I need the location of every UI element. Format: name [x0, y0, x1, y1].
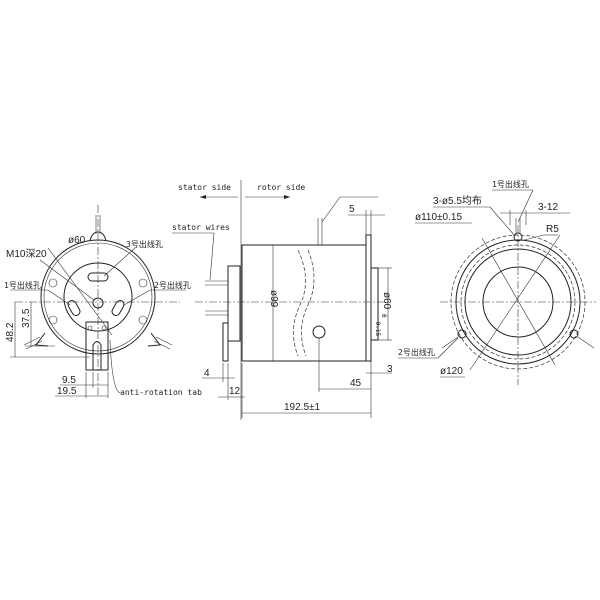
- dim-12: 12: [229, 386, 241, 397]
- m10-label: M10深20: [6, 248, 47, 260]
- dim-4: 4: [204, 368, 210, 379]
- dia110-circle: [460, 244, 576, 360]
- dim-37-5: 37.5: [21, 308, 32, 328]
- dia60-tol-lower: -0.15: [374, 318, 381, 336]
- stator-wires-label: stator wires: [172, 223, 230, 232]
- side-view: stator side rotor side stator wires ø99 …: [172, 180, 393, 420]
- anti-rotation-tab-label: anti-rotation tab: [120, 388, 202, 397]
- dim-5: 5: [349, 204, 355, 215]
- dia110-label: ø110±0.15: [415, 212, 462, 223]
- dim-3-12: 3-12: [538, 202, 558, 213]
- dim-9-5: 9.5: [62, 375, 76, 386]
- top-ear: [89, 231, 107, 242]
- right-end-view: 1号出线孔 3-ø5.5均布 3-12 ø110±0.15 R5 2号出线孔 ø…: [398, 179, 596, 385]
- dia99-label: ø99: [268, 290, 279, 308]
- dim-3: 3: [387, 364, 393, 375]
- side-tab: [222, 322, 229, 362]
- mount-hole-left: [457, 329, 467, 339]
- dia120-label: ø120: [440, 366, 463, 377]
- dim-total: 192.5±1: [284, 402, 321, 413]
- dia60-tol-upper: 0: [380, 314, 387, 318]
- hole1-label: 1号出线孔: [4, 280, 41, 290]
- rotor-body: [241, 244, 367, 362]
- hole1-label: 1号出线孔: [492, 179, 529, 189]
- wire-hole-2: [111, 300, 125, 316]
- mount-hole-right: [569, 329, 579, 339]
- left-ear: [35, 332, 49, 347]
- dim-45: 45: [350, 378, 362, 389]
- hole3-label: 3号出线孔: [126, 239, 163, 249]
- dim-48-2: 48.2: [5, 322, 16, 342]
- anti-rotation-tab: [85, 321, 109, 371]
- r5-label: R5: [546, 224, 559, 235]
- rotor-side-label: rotor side: [257, 183, 305, 192]
- stator-flange: [227, 265, 241, 342]
- dia60-label: ø60: [68, 235, 86, 246]
- dim-19-5: 19.5: [57, 386, 77, 397]
- dia60-label: ø60: [381, 292, 392, 310]
- wire-hole-1: [67, 300, 81, 316]
- holes-label: 3-ø5.5均布: [433, 195, 482, 207]
- stator-side-label: stator side: [178, 183, 231, 192]
- hole2-label: 2号出线孔: [398, 347, 435, 357]
- hole2-label: 2号出线孔: [154, 280, 191, 290]
- rotor-flange: [365, 234, 372, 362]
- right-ear: [147, 332, 161, 347]
- left-end-view: ø60 M10深20 3号出线孔 1号出线孔 2号出线孔 48.2 37.5 9…: [4, 205, 202, 398]
- screw-icon: [312, 325, 326, 339]
- rotor-boss: [370, 267, 379, 341]
